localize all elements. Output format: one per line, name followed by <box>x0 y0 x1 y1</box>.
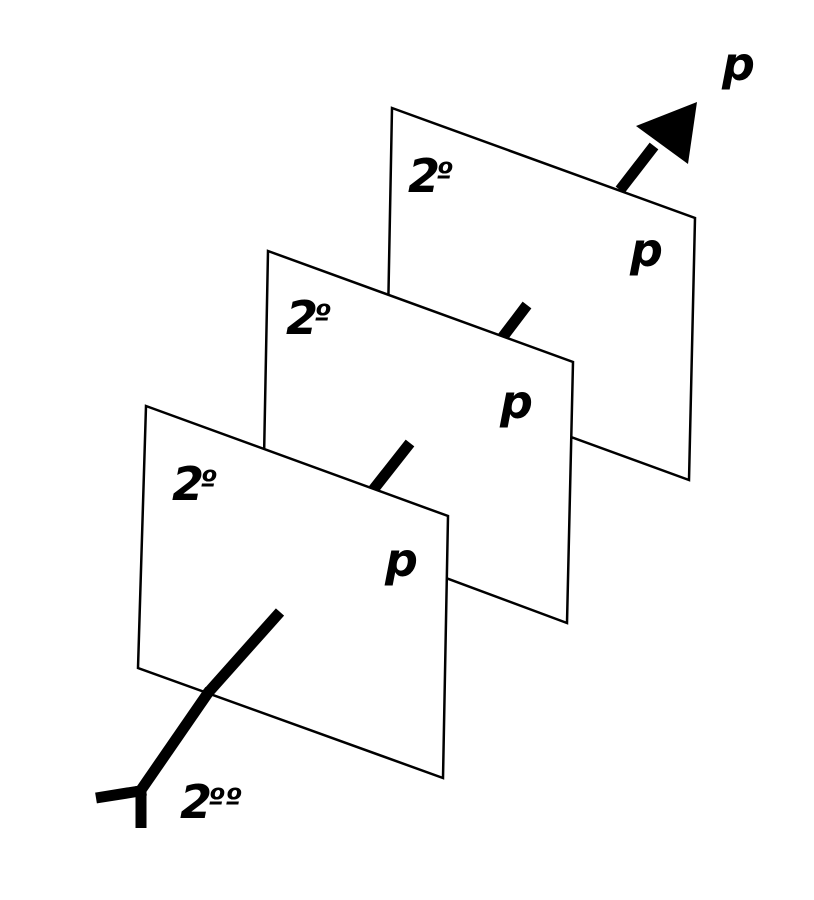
ray-segment-incoming <box>136 686 215 794</box>
plane-3-p-label: p <box>629 223 663 277</box>
ray-segment-1 <box>368 439 415 494</box>
plane-2-p-label: p <box>499 375 533 429</box>
ray-segment-front <box>201 608 285 699</box>
plane-3-ordinal-label: º <box>436 157 453 192</box>
plane-3-principal-label: 2 <box>408 149 440 203</box>
plane-1-principal-label: 2 <box>172 457 204 511</box>
plane-2-ordinal-label: º <box>314 299 331 334</box>
plane-2-principal-label: 2 <box>286 291 318 345</box>
source-principal-label: 2 <box>180 775 212 829</box>
source-ordinals-label: ºº <box>208 783 242 818</box>
arrow-p-label: p <box>721 37 755 91</box>
ray-segment-3 <box>615 142 659 194</box>
plane-1-p-label: p <box>384 533 418 587</box>
plane-1: 2 º p <box>136 404 450 780</box>
source-junction <box>95 784 147 828</box>
ray-segment-2 <box>497 301 532 342</box>
arrowhead-icon <box>636 102 697 164</box>
plane-1-ordinal-label: º <box>200 465 217 500</box>
